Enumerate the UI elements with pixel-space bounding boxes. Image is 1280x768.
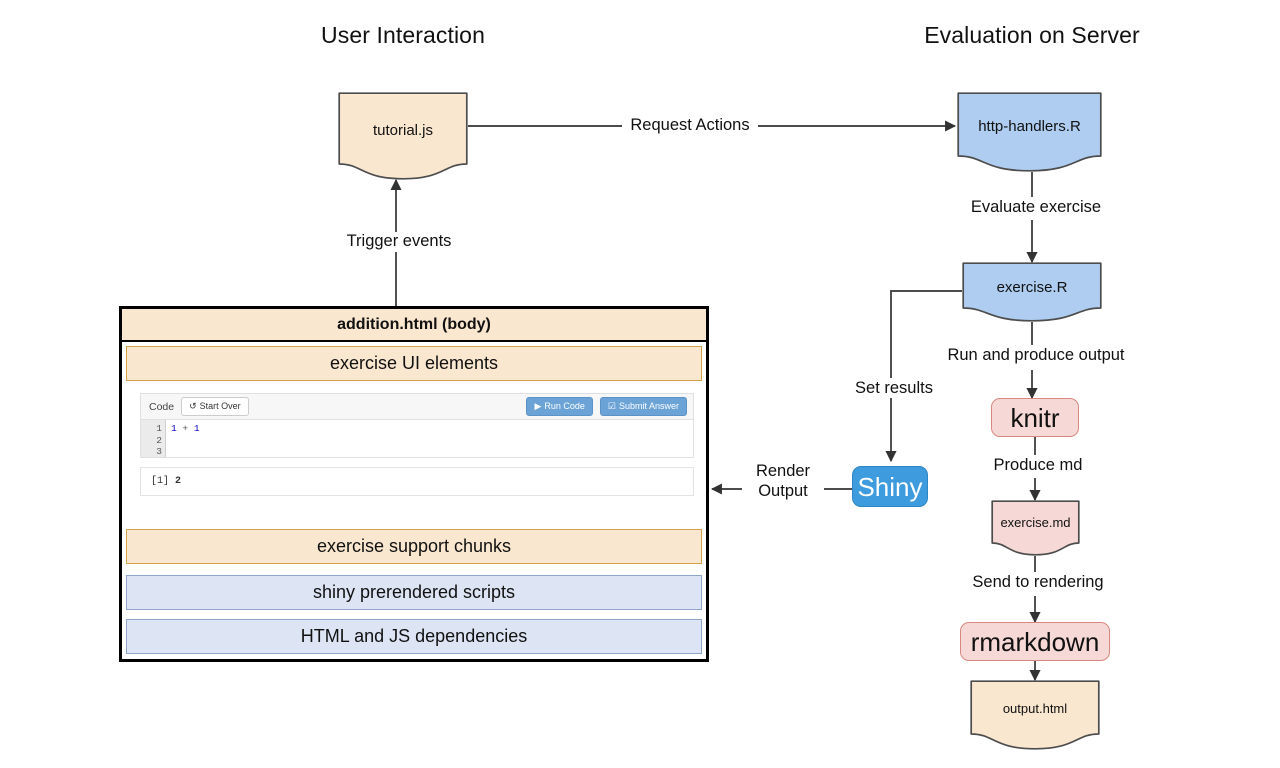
edge-set-results-upper <box>890 290 962 378</box>
submit-answer-button[interactable]: ☑ Submit Answer <box>599 397 687 416</box>
submit-answer-label: Submit Answer <box>618 401 679 411</box>
node-exercise-md-label: exercise.md <box>1000 515 1071 530</box>
editor-code-line[interactable]: 1 + 1 <box>165 420 693 457</box>
exercise-output: [1] 2 <box>140 467 694 496</box>
band-exercise-support-chunks: exercise support chunks <box>126 529 702 564</box>
run-code-label: Run Code <box>544 401 585 411</box>
start-over-button[interactable]: ↺ Start Over <box>181 397 249 416</box>
code-operator: + <box>176 423 194 434</box>
edge-label-render-output: Render Output <box>742 461 824 501</box>
edge-label-send-to-rendering: Send to rendering <box>948 573 1128 592</box>
start-over-label: Start Over <box>199 401 241 411</box>
node-rmarkdown[interactable]: rmarkdown <box>960 622 1110 661</box>
node-output-html[interactable]: output.html <box>970 680 1100 750</box>
code-number-right: 1 <box>193 423 200 434</box>
band-exercise-ui-elements: exercise UI elements <box>126 346 702 381</box>
refresh-icon: ↺ <box>189 401 197 411</box>
node-http-handlers[interactable]: http-handlers.R <box>957 92 1102 172</box>
edge-label-render-output-line2: Output <box>758 482 808 500</box>
right-column-title: Evaluation on Server <box>924 22 1140 48</box>
exercise-toolbar-title: Code <box>149 400 175 413</box>
edge-label-trigger-events: Trigger events <box>331 232 467 251</box>
edge-label-request-actions: Request Actions <box>622 116 758 135</box>
node-exercise-r-label: exercise.R <box>996 279 1068 296</box>
node-http-handlers-label: http-handlers.R <box>978 118 1081 135</box>
band-shiny-prerendered-scripts: shiny prerendered scripts <box>126 575 702 610</box>
play-icon: ▶ <box>534 401 542 411</box>
node-shiny[interactable]: Shiny <box>852 466 928 507</box>
edge-label-produce-md: Produce md <box>963 456 1113 475</box>
panel-title: addition.html (body) <box>122 309 706 342</box>
left-column-title: User Interaction <box>321 22 485 48</box>
node-exercise-md[interactable]: exercise.md <box>991 500 1080 556</box>
output-prefix: [1] <box>151 476 170 487</box>
exercise-toolbar: Code ↺ Start Over ▶ Run Code ☑ Submit An… <box>140 393 694 420</box>
node-knitr[interactable]: knitr <box>991 398 1079 437</box>
node-exercise-r[interactable]: exercise.R <box>962 262 1102 322</box>
edge-label-set-results: Set results <box>838 379 950 398</box>
code-number-left: 1 <box>171 423 177 434</box>
addition-html-panel: addition.html (body) exercise UI element… <box>119 306 709 662</box>
node-output-html-label: output.html <box>1002 701 1068 716</box>
band-html-js-dependencies: HTML and JS dependencies <box>126 619 702 654</box>
node-tutorial-js[interactable]: tutorial.js <box>338 92 468 180</box>
node-rmarkdown-label: rmarkdown <box>970 626 1100 657</box>
node-knitr-label: knitr <box>1010 402 1060 433</box>
exercise-widget: Code ↺ Start Over ▶ Run Code ☑ Submit An… <box>140 393 694 496</box>
node-shiny-label: Shiny <box>857 471 923 502</box>
checkbox-icon: ☑ <box>607 401 616 411</box>
run-code-button[interactable]: ▶ Run Code <box>526 397 593 416</box>
edge-label-run-and-produce-output: Run and produce output <box>925 346 1147 365</box>
node-tutorial-js-label: tutorial.js <box>372 122 434 139</box>
edge-label-render-output-line1: Render <box>755 462 811 480</box>
edge-label-evaluate-exercise: Evaluate exercise <box>957 198 1115 217</box>
output-value: 2 <box>175 476 182 487</box>
